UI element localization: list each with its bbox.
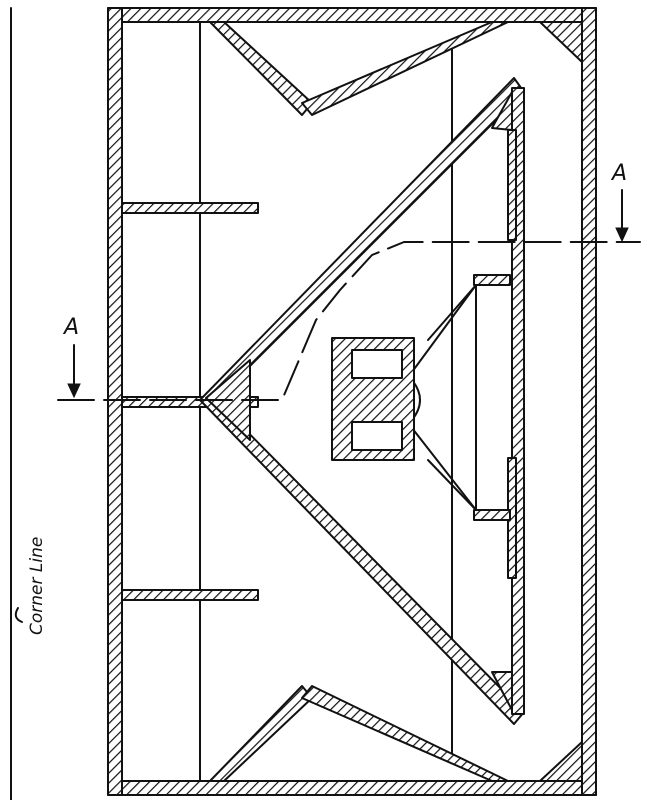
section-mark-right: A (610, 161, 627, 186)
upper-right-corner-block (539, 21, 583, 63)
corner-line-label: Corner Line (27, 537, 47, 635)
driver-cone-upper (411, 284, 477, 373)
magnet-slot-lower (351, 421, 403, 451)
shelves (121, 202, 259, 601)
right-section-arrowhead (615, 227, 629, 243)
corner-line-callout: Corner Line (14, 537, 47, 635)
driver-cone-lower-inner (427, 459, 477, 511)
lower-baffle-left-arm (209, 685, 313, 782)
section-mark-left: A (62, 315, 79, 340)
lower-right-corner-block (539, 741, 583, 782)
bottom-wall (107, 780, 597, 796)
driver-cone-upper-inner (427, 284, 477, 341)
driver-cone-lower (411, 427, 477, 511)
horn-bottom-corner-block (491, 671, 513, 711)
section-line-a-a: A A (57, 161, 641, 401)
top-wall (107, 7, 597, 23)
lower-v-baffle (209, 685, 583, 782)
corner-line-leader-icon (14, 607, 23, 623)
upper-baffle-left-arm (209, 21, 313, 116)
shelf-bottom (121, 589, 259, 601)
upper-baffle-right-arm (301, 21, 509, 116)
shelf-middle (121, 396, 259, 408)
section-line-path (57, 241, 641, 401)
cabinet-walls (107, 7, 597, 796)
horn-top-corner-block (491, 91, 513, 131)
driver-mount-top (473, 274, 511, 286)
left-wall (107, 7, 123, 796)
magnet-slot-upper (351, 349, 403, 379)
right-wall (581, 7, 597, 796)
horn-back-block-upper (507, 129, 517, 241)
driver-mount-bottom (473, 509, 511, 521)
lower-baffle-right-arm (301, 685, 509, 782)
left-section-arrowhead (67, 383, 81, 399)
upper-v-baffle (209, 21, 583, 116)
driver-assembly (331, 274, 511, 521)
shelf-top (121, 202, 259, 214)
horn-assembly (199, 77, 525, 725)
